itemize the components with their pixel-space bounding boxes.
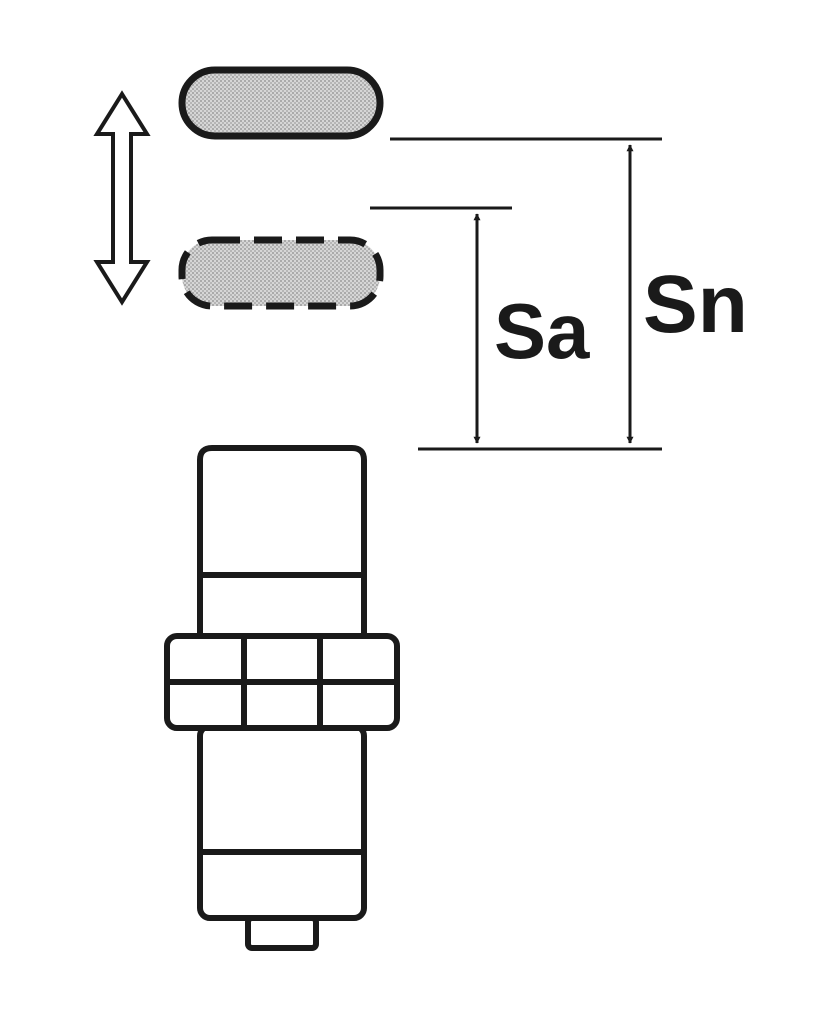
sn-label: Sn — [643, 259, 748, 350]
sa-label: Sa — [494, 287, 590, 375]
sensor-upper-body — [197, 445, 367, 643]
target-nominal-position — [178, 66, 384, 140]
proximity-sensor — [164, 445, 400, 951]
sensor-lower-body — [197, 723, 367, 921]
target-assured-position — [178, 236, 384, 310]
double-arrow-vertical-icon — [93, 90, 151, 306]
sensor-connector — [245, 915, 319, 951]
